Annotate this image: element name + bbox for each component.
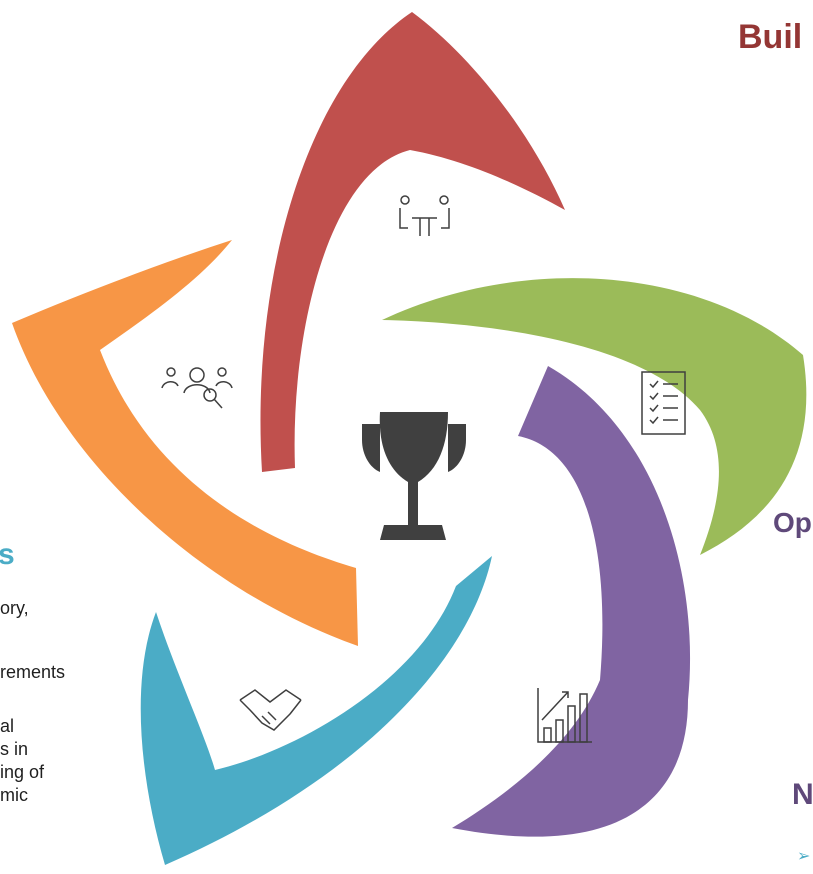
growth-chart-icon <box>537 688 592 743</box>
green-arm <box>382 278 807 555</box>
bullet-arrow-icon: ➢ <box>797 848 811 865</box>
red-arm <box>260 12 565 472</box>
talent-search-icon <box>161 367 233 409</box>
left-text-fragment: rements <box>0 662 66 682</box>
heading-op: Op <box>773 507 812 538</box>
trophy-icon <box>362 412 466 540</box>
heading-build: Buil <box>738 18 803 56</box>
teal-arm <box>140 556 492 865</box>
heading-n: N <box>792 778 813 811</box>
left-text-fragment: ing of <box>0 762 45 782</box>
orange-arm <box>12 240 358 646</box>
left-text-fragment: al <box>0 716 15 736</box>
heading-s: s <box>0 538 15 571</box>
meeting-icon <box>399 195 450 236</box>
left-text-fragment: ory, <box>0 598 29 618</box>
purple-arm <box>452 366 691 837</box>
left-text-fragment: s in <box>0 739 29 759</box>
handshake-icon <box>239 689 302 731</box>
left-text-fragment: mic <box>0 785 28 805</box>
checklist-icon <box>641 371 686 435</box>
